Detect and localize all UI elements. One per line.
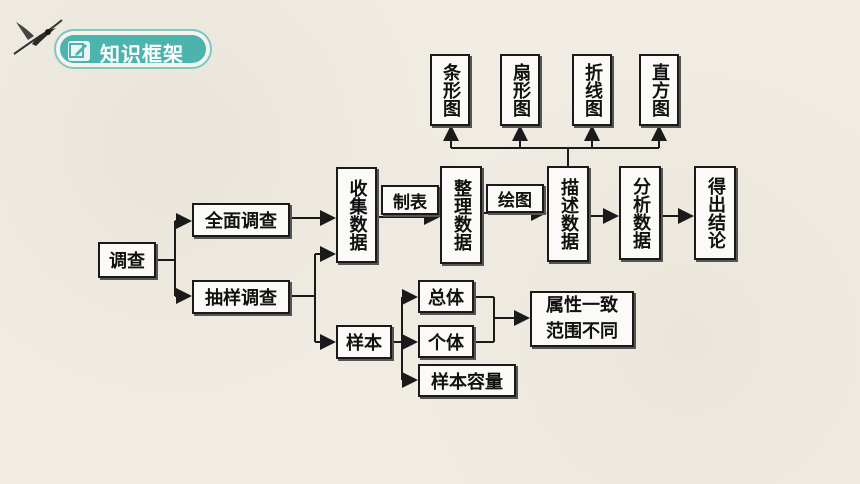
node-organize-data: 整理数据 [440,166,482,264]
node-collect-data: 收集数据 [336,167,377,263]
attribute-note-text: 属性一致范围不同 [546,295,618,342]
node-line-chart: 折线图 [572,54,612,126]
node-sample: 样本 [336,325,392,359]
node-attribute-note: 属性一致范围不同 [530,291,634,347]
node-population: 总体 [418,280,474,313]
ink-bird-decoration [13,19,63,55]
node-draw-conclusion: 得出结论 [694,166,736,260]
node-bar-chart: 条形图 [430,54,470,126]
node-pie-chart: 扇形图 [500,54,540,126]
title-badge-fill: 知识框架 [60,35,206,66]
node-sampling-survey: 抽样调查 [192,280,290,314]
label-draw: 绘图 [486,184,544,213]
node-histogram: 直方图 [639,54,679,126]
node-census: 全面调查 [192,203,290,237]
node-analyze-data: 分析数据 [619,166,661,260]
node-survey: 调查 [98,242,156,278]
section-title: 知识框架 [100,42,184,66]
node-describe-data: 描述数据 [547,166,589,262]
node-sample-size: 样本容量 [418,364,516,397]
edit-icon [68,41,90,61]
node-individual: 个体 [418,325,474,358]
section-title-badge: 知识框架 [54,29,212,69]
label-tabulate: 制表 [381,185,439,215]
